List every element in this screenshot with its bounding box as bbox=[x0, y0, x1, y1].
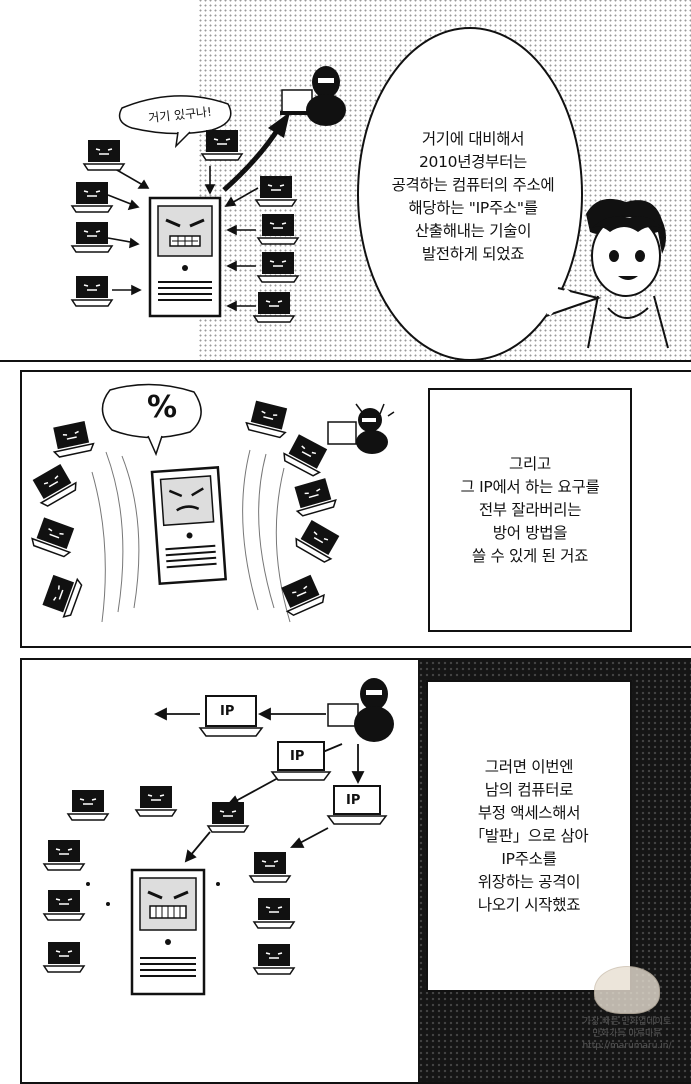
server-symbol-text: % bbox=[146, 390, 178, 425]
laptop-icon bbox=[248, 850, 292, 884]
server-tower-icon bbox=[130, 868, 206, 996]
masked-hacker-icon bbox=[280, 66, 346, 126]
caption-line: 「발판」으로 삼아 bbox=[469, 826, 589, 845]
caption-line: 그리고 bbox=[509, 454, 551, 473]
dialogue-line: 거기에 대비해서 bbox=[421, 130, 525, 148]
dialogue-line: 2010년경부터는 bbox=[418, 153, 528, 171]
laptop-icon bbox=[288, 475, 340, 520]
laptop-icon bbox=[42, 838, 86, 872]
caption-line: 나오기 시작했죠 bbox=[477, 895, 581, 914]
laptop-icon bbox=[279, 430, 334, 481]
dialogue-line: 산출해내는 기술이 bbox=[414, 222, 532, 240]
watermark-mascot-icon bbox=[594, 966, 660, 1014]
caption-line: 부정 액세스해서 bbox=[477, 803, 581, 822]
caption-line: 전부 잘라버리는 bbox=[478, 500, 582, 519]
ip-laptop-icon bbox=[326, 785, 388, 825]
caption-line: 그 IP에서 하는 요구를 bbox=[460, 477, 600, 496]
caption-line: 쓸 수 있게 된 거죠 bbox=[471, 546, 589, 565]
laptop-icon bbox=[42, 940, 86, 974]
masked-hacker-icon bbox=[327, 678, 394, 742]
dialogue-line: 해당하는 "IP주소"를 bbox=[408, 199, 538, 217]
laptop-icon bbox=[243, 397, 294, 441]
laptop-icon bbox=[134, 784, 178, 818]
laptop-icon bbox=[206, 800, 250, 834]
caption-line: 방어 방법을 bbox=[492, 523, 568, 542]
ip-laptop-icon bbox=[270, 741, 332, 781]
watermark-url: http://marumaru.in/ bbox=[582, 1041, 672, 1051]
narrator-character bbox=[457, 198, 669, 349]
caption-line: 남의 컴퓨터로 bbox=[484, 780, 574, 799]
ip-label: IP bbox=[346, 793, 361, 808]
ip-label: IP bbox=[220, 704, 235, 719]
dialogue-line: 발전하게 되었죠 bbox=[421, 245, 525, 263]
laptop-icon bbox=[256, 212, 300, 246]
masked-hacker-icon bbox=[327, 403, 395, 454]
panel-2-art bbox=[91, 383, 395, 623]
caption-line: 그러면 이번엔 bbox=[484, 757, 574, 776]
site-watermark: 가장 빠른 만화업데이트 만화가득 마루마루 http://marumaru.i… bbox=[567, 966, 687, 1052]
ip-laptop-icon bbox=[198, 695, 264, 737]
ip-label: IP bbox=[290, 749, 305, 764]
laptop-icon bbox=[66, 788, 110, 822]
caption-line: IP주소를 bbox=[501, 849, 557, 868]
laptop-icon bbox=[254, 174, 298, 208]
laptop-icon bbox=[252, 942, 296, 976]
watermark-line: 가장 빠른 만화업데이트 bbox=[582, 1017, 672, 1027]
laptop-icon bbox=[39, 569, 86, 622]
laptop-icon bbox=[200, 128, 244, 162]
panel-1: 거기 있구나! 거기에 대비해서 2010년경부터는 공격하는 컴퓨터의 주소에… bbox=[0, 0, 691, 362]
laptop-icon bbox=[28, 514, 81, 561]
panel-1-art bbox=[107, 27, 669, 360]
laptop-icon bbox=[275, 571, 329, 620]
panel-1-dialogue: 거기에 대비해서 2010년경부터는 공격하는 컴퓨터의 주소에 해당하는 "I… bbox=[378, 128, 568, 266]
watermark-line: 만화가득 마루마루 bbox=[592, 1029, 662, 1039]
dialogue-line: 공격하는 컴퓨터의 주소에 bbox=[391, 176, 555, 194]
laptop-icon bbox=[290, 515, 345, 566]
laptop-icon bbox=[26, 459, 81, 510]
panel-2-caption-box: 그리고 그 IP에서 하는 요구를 전부 잘라버리는 방어 방법을 쓸 수 있게… bbox=[428, 388, 632, 632]
caption-line: 위장하는 공격이 bbox=[477, 872, 581, 891]
laptop-icon bbox=[82, 138, 126, 172]
panel-3: IP IP IP 그러면 이번엔 남의 컴퓨터로 부정 액세스해서 「발판」으로… bbox=[20, 658, 691, 1084]
shock-burst bbox=[91, 449, 291, 623]
laptop-icon bbox=[42, 888, 86, 922]
panel-2: % 그리고 그 IP에서 하는 요구를 전부 잘라버리는 방어 방법을 쓸 수 … bbox=[20, 370, 691, 648]
server-tower-icon bbox=[148, 196, 222, 318]
laptop-icon bbox=[70, 274, 114, 308]
attack-arrows bbox=[107, 165, 259, 312]
laptop-icon bbox=[70, 220, 114, 254]
laptop-icon bbox=[70, 180, 114, 214]
laptop-icon bbox=[47, 418, 97, 460]
panel-3-caption-box: 그러면 이번엔 남의 컴퓨터로 부정 액세스해서 「발판」으로 삼아 IP주소를… bbox=[426, 680, 632, 992]
laptop-icon bbox=[252, 896, 296, 930]
laptop-icon bbox=[256, 250, 300, 284]
server-tower-icon bbox=[150, 466, 227, 586]
panel-3-art bbox=[86, 678, 394, 996]
laptop-icon bbox=[252, 290, 296, 324]
